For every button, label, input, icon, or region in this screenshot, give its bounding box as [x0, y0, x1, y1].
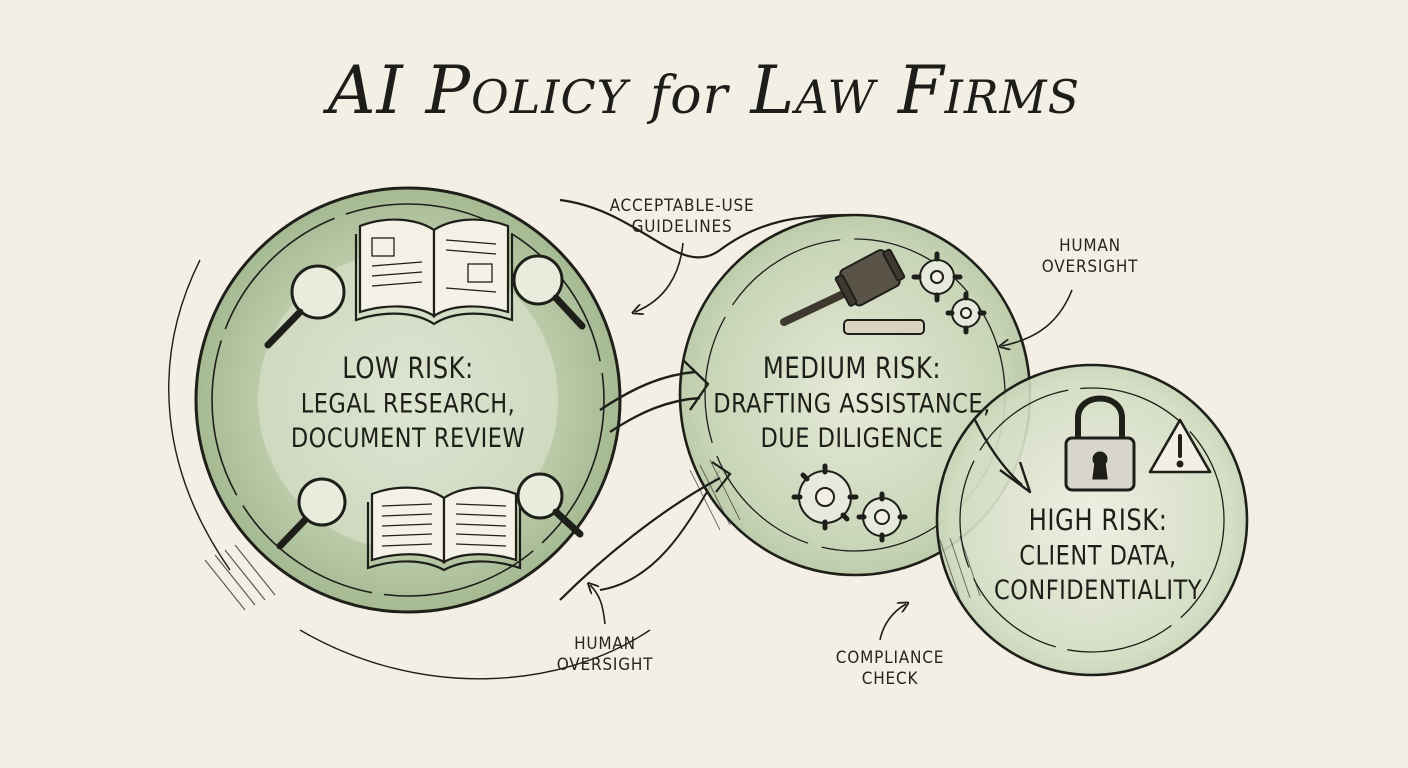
- acceptable-use-line1: ACCEPTABLE-USE: [609, 196, 755, 216]
- low-risk-label: LOW RISK: LEGAL RESEARCH, DOCUMENT REVIE…: [268, 352, 548, 456]
- annotation-arrow-human-oversight-bottom: [590, 585, 606, 625]
- padlock-icon: [1064, 395, 1136, 492]
- warning-triangle-icon: [1148, 418, 1212, 474]
- gavel-icon: [780, 248, 925, 335]
- page-title: AI Policy for Law Firms: [0, 52, 1408, 129]
- magnifying-glass-icon-4: [516, 472, 584, 538]
- medium-risk-line2: DUE DILIGENCE: [760, 422, 944, 454]
- compliance-check-line2: CHECK: [861, 669, 919, 689]
- human-oversight-top-line2: OVERSIGHT: [1041, 257, 1139, 277]
- gear-icon: [791, 251, 987, 543]
- magnifying-glass-icon-3: [276, 477, 347, 550]
- human-oversight-note-bottom: HUMAN OVERSIGHT: [545, 634, 665, 676]
- low-risk-line2: DOCUMENT REVIEW: [290, 422, 526, 454]
- flow-arrow-medium-to-high: [973, 419, 1032, 494]
- human-oversight-top-line1: HUMAN: [1059, 236, 1121, 256]
- compliance-check-note: COMPLIANCE CHECK: [820, 648, 960, 690]
- high-risk-line2: CONFIDENTIALITY: [993, 574, 1202, 606]
- annotation-arrow-human-oversight-top: [1002, 289, 1073, 346]
- title-part2: for: [650, 66, 729, 126]
- compliance-check-line1: COMPLIANCE: [835, 648, 945, 668]
- magnifying-glass-icon: [264, 264, 346, 349]
- high-risk-heading: HIGH RISK:: [1028, 504, 1168, 538]
- annotation-arrow-acceptable-use: [635, 242, 684, 312]
- medium-risk-heading: MEDIUM RISK:: [762, 352, 942, 386]
- flow-arrow-low-to-medium: [599, 359, 710, 433]
- flow-arrow-bottom: [559, 461, 732, 601]
- human-oversight-note-top: HUMAN OVERSIGHT: [1030, 236, 1150, 278]
- acceptable-use-note: ACCEPTABLE-USE GUIDELINES: [592, 196, 772, 238]
- human-oversight-bottom-line2: OVERSIGHT: [556, 655, 654, 675]
- low-risk-heading: LOW RISK:: [342, 352, 474, 386]
- high-risk-line1: CLIENT DATA,: [1019, 539, 1177, 572]
- magnifying-glass-icon-2: [512, 254, 586, 330]
- low-risk-line1: LEGAL RESEARCH,: [300, 387, 516, 420]
- high-risk-label: HIGH RISK: CLIENT DATA, CONFIDENTIALITY: [980, 504, 1216, 608]
- acceptable-use-line2: GUIDELINES: [631, 217, 733, 237]
- medium-risk-label: MEDIUM RISK: DRAFTING ASSISTANCE, DUE DI…: [702, 352, 1002, 456]
- title-part1: AI Policy: [327, 52, 629, 129]
- annotation-arrow-compliance: [879, 604, 906, 641]
- open-book-icon: [354, 218, 514, 326]
- human-oversight-bottom-line1: HUMAN: [574, 634, 636, 654]
- open-book-icon-bottom: [366, 486, 522, 572]
- medium-risk-line1: DRAFTING ASSISTANCE,: [713, 387, 991, 420]
- title-part3: Law Firms: [750, 52, 1081, 129]
